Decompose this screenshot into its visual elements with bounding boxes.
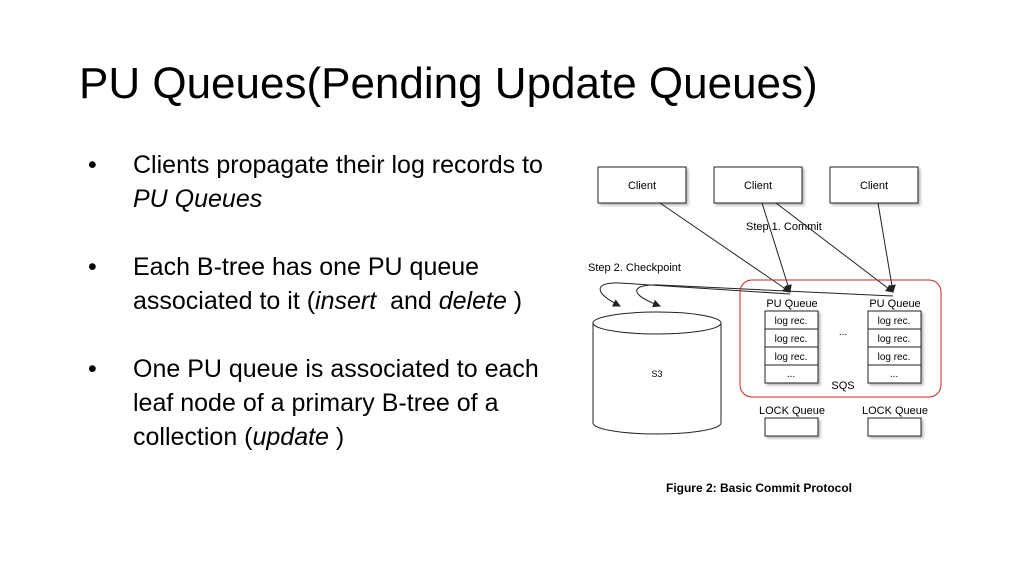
- client-label: Client: [860, 180, 888, 192]
- commit-protocol-figure: Client Client Client Step 1. Commit Step…: [588, 166, 942, 495]
- figure-caption: Figure 2: Basic Commit Protocol: [666, 481, 852, 495]
- sqs-label: SQS: [831, 380, 854, 392]
- s3-label: S3: [651, 369, 662, 379]
- client-label: Client: [744, 180, 772, 192]
- pu-queue-label: PU Queue: [869, 298, 920, 310]
- slide-title: PU Queues(Pending Update Queues): [79, 59, 818, 108]
- bullet-dot: •: [88, 355, 97, 383]
- log-record: log rec.: [775, 334, 808, 345]
- log-record: log rec.: [878, 316, 911, 327]
- bullet-dot: •: [88, 253, 97, 281]
- sqs-boundary: [739, 279, 942, 398]
- queue-ellipsis: ...: [890, 369, 898, 380]
- log-record: log rec.: [775, 352, 808, 363]
- lock-queue: LOCK Queue: [862, 405, 928, 437]
- between-queues-ellipsis: ...: [839, 327, 847, 338]
- client-box: Client: [829, 166, 919, 204]
- lock-queue-label: LOCK Queue: [759, 405, 825, 417]
- bullet-item: • One PU queue is associated to each leaf…: [88, 352, 558, 454]
- lock-queue: LOCK Queue: [759, 405, 825, 437]
- pu-queue: PU Queue log rec. log rec. log rec. ...: [764, 298, 819, 384]
- log-record: log rec.: [775, 316, 808, 327]
- bullet-list: •Clients propagate their log records to …: [88, 148, 558, 488]
- bullet-text: Clients propagate their log records to: [133, 151, 543, 179]
- bullet-item: • Each B-tree has one PU queue associated…: [88, 250, 558, 318]
- bullet-italic-text: delete: [438, 287, 507, 315]
- checkpoint-arrows: [599, 282, 894, 308]
- step2-label: Step 2. Checkpoint: [588, 262, 681, 274]
- client-box: Client: [597, 166, 687, 204]
- bullet-text: and: [376, 287, 439, 315]
- step1-label: Step 1. Commit: [746, 221, 822, 233]
- s3-cylinder: S3: [592, 311, 722, 435]
- client-label: Client: [628, 180, 656, 192]
- log-record: log rec.: [878, 334, 911, 345]
- bullet-text: ): [328, 423, 345, 451]
- client-box: Client: [713, 166, 803, 204]
- queue-ellipsis: ...: [787, 369, 795, 380]
- bullet-text: One PU queue is associated to each leaf …: [133, 355, 539, 451]
- bullet-dot: •: [88, 151, 97, 179]
- bullet-italic-text: update: [252, 423, 329, 451]
- pu-queue-label: PU Queue: [766, 298, 817, 310]
- log-record: log rec.: [878, 352, 911, 363]
- bullet-text: Each B-tree has one PU queue associated …: [133, 253, 480, 315]
- commit-arrows: [659, 202, 896, 293]
- pu-queue: PU Queue log rec. log rec. log rec. ...: [867, 298, 922, 384]
- bullet-italic-text: insert: [315, 287, 377, 315]
- bullet-text: ): [506, 287, 523, 315]
- bullet-item: •Clients propagate their log records to …: [88, 148, 558, 216]
- lock-queue-label: LOCK Queue: [862, 405, 928, 417]
- bullet-italic-text: PU Queues: [133, 185, 263, 213]
